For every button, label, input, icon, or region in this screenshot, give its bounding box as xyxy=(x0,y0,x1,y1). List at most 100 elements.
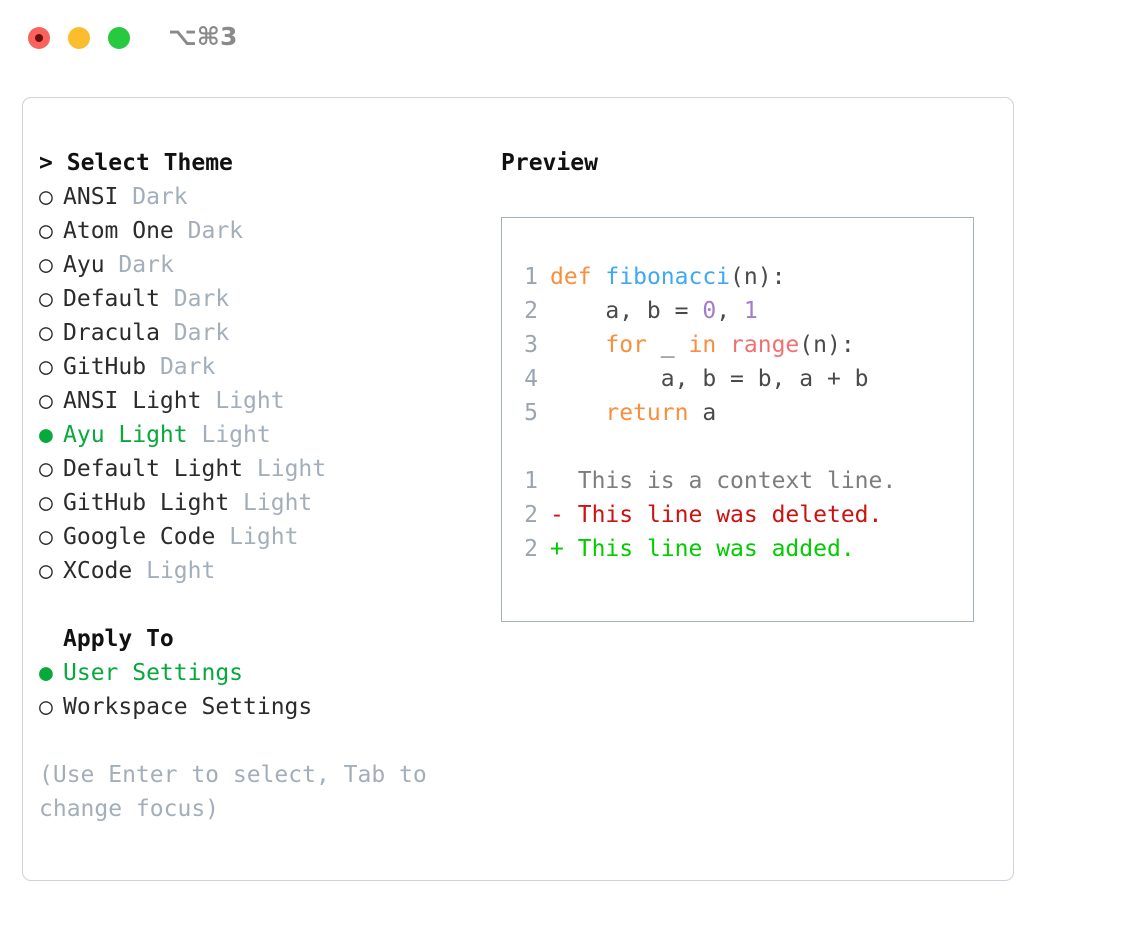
label-gap xyxy=(160,320,174,346)
theme-option-github-light[interactable]: ○GitHub Light Light xyxy=(39,486,479,520)
maximize-window-button[interactable] xyxy=(108,27,130,49)
label-gap xyxy=(146,354,160,380)
theme-option-xcode[interactable]: ○XCode Light xyxy=(39,554,479,588)
theme-option-google-code[interactable]: ○Google Code Light xyxy=(39,520,479,554)
code-token: def xyxy=(550,264,592,290)
theme-variant-tag: Dark xyxy=(173,320,230,346)
line-number: 2 xyxy=(524,502,538,528)
diff-gap xyxy=(564,502,578,528)
theme-variant-tag: Light xyxy=(146,558,216,584)
diff-line: 1 This is a context line. xyxy=(508,464,973,498)
line-number: 3 xyxy=(524,332,538,358)
theme-option-label: Ayu Light xyxy=(63,422,188,448)
theme-option-github[interactable]: ○GitHub Dark xyxy=(39,350,479,384)
code-token: a, b = b, a + b xyxy=(550,366,869,392)
code-token: 1 xyxy=(743,298,758,324)
line-number: 5 xyxy=(524,400,538,426)
theme-option-label: Dracula xyxy=(63,320,160,346)
label-gap xyxy=(132,558,146,584)
radio-unselected-icon: ○ xyxy=(39,252,53,278)
theme-option-label: Default xyxy=(63,286,160,312)
label-gap xyxy=(215,524,229,550)
code-token: range xyxy=(730,332,800,358)
theme-option-label: Atom One xyxy=(63,218,174,244)
theme-option-label: ANSI Light xyxy=(63,388,202,414)
radio-unselected-icon: ○ xyxy=(39,694,53,720)
radio-unselected-icon: ○ xyxy=(39,490,53,516)
line-number: 2 xyxy=(524,298,538,324)
code-line: 4 a, b = b, a + b xyxy=(508,362,973,396)
apply-option-user-settings[interactable]: ●User Settings xyxy=(39,656,479,690)
code-token xyxy=(550,332,605,358)
preview-heading: Preview xyxy=(501,150,598,176)
code-line: 5 return a xyxy=(508,396,973,430)
label-gap xyxy=(160,286,174,312)
keyboard-shortcut-label: ⌥⌘3 xyxy=(168,22,238,51)
diff-text: This line was added. xyxy=(577,536,855,562)
theme-variant-tag: Dark xyxy=(187,218,244,244)
main-panel: > Select Theme ○ANSI Dark○Atom One Dark○… xyxy=(22,97,1014,881)
theme-option-label: Default Light xyxy=(63,456,244,482)
theme-option-ayu[interactable]: ○Ayu Dark xyxy=(39,248,479,282)
label-gap xyxy=(174,218,188,244)
label-gap xyxy=(188,422,202,448)
code-token: (n): xyxy=(799,332,855,358)
radio-unselected-icon: ○ xyxy=(39,388,53,414)
diff-text: This line was deleted. xyxy=(577,502,883,528)
radio-selected-icon: ● xyxy=(39,660,53,686)
theme-option-dracula[interactable]: ○Dracula Dark xyxy=(39,316,479,350)
code-token: return xyxy=(605,400,689,426)
theme-option-label: Google Code xyxy=(63,524,216,550)
theme-variant-tag: Dark xyxy=(173,286,230,312)
line-number: 1 xyxy=(524,264,538,290)
radio-unselected-icon: ○ xyxy=(39,456,53,482)
apply-option-label: Workspace Settings xyxy=(63,694,313,720)
minimize-window-button[interactable] xyxy=(68,27,90,49)
theme-variant-tag: Light xyxy=(256,456,327,482)
close-window-button[interactable] xyxy=(28,27,50,49)
code-token: _ xyxy=(646,332,689,358)
radio-unselected-icon: ○ xyxy=(39,184,53,210)
code-token: (n): xyxy=(730,264,786,290)
radio-unselected-icon: ○ xyxy=(39,524,53,550)
theme-option-atom-one[interactable]: ○ Atom One Dark xyxy=(39,214,479,248)
diff-sign: - xyxy=(550,502,564,528)
code-token: , xyxy=(716,298,744,324)
code-token: a xyxy=(688,400,717,426)
title-bar: ⌥⌘3 xyxy=(0,0,1140,78)
radio-unselected-icon: ○ xyxy=(39,286,53,312)
code-line: 3 for _ in range(n): xyxy=(508,328,973,362)
section-spacer xyxy=(39,588,479,622)
theme-list: ○ANSI Dark○Atom One Dark○Ayu Dark○Defaul… xyxy=(39,180,479,588)
theme-option-default-light[interactable]: ○ Default Light Light xyxy=(39,452,479,486)
select-theme-title xyxy=(53,150,67,176)
theme-option-default[interactable]: ○ Default Dark xyxy=(39,282,479,316)
diff-gap xyxy=(564,536,578,562)
theme-option-label: Ayu xyxy=(63,252,105,278)
diff-sign xyxy=(550,468,564,494)
apply-to-list: ●User Settings ○ Workspace Settings xyxy=(39,656,479,724)
theme-variant-tag: Light xyxy=(215,388,285,414)
label-gap xyxy=(105,252,119,278)
code-token: in xyxy=(688,332,717,358)
apply-to-heading: Apply To xyxy=(39,622,479,656)
code-token xyxy=(550,400,605,426)
theme-variant-tag: Light xyxy=(201,422,271,448)
theme-selection-column: > Select Theme ○ANSI Dark○Atom One Dark○… xyxy=(39,146,479,826)
code-diff-spacer xyxy=(508,430,973,464)
diff-sample: 1 This is a context line. 2- This line wa… xyxy=(508,464,973,566)
radio-unselected-icon: ○ xyxy=(39,218,53,244)
theme-option-ansi[interactable]: ○ANSI Dark xyxy=(39,180,479,214)
code-token: 0 xyxy=(702,298,717,324)
theme-option-ayu-light[interactable]: ●Ayu Light Light xyxy=(39,418,479,452)
code-token: a, b = xyxy=(550,298,703,324)
theme-option-ansi-light[interactable]: ○ ANSI Light Light xyxy=(39,384,479,418)
theme-option-label: GitHub Light xyxy=(63,490,230,516)
diff-text: This is a context line. xyxy=(577,468,897,494)
apply-to-label: Apply To xyxy=(63,626,174,652)
apply-option-workspace-settings[interactable]: ○ Workspace Settings xyxy=(39,690,479,724)
